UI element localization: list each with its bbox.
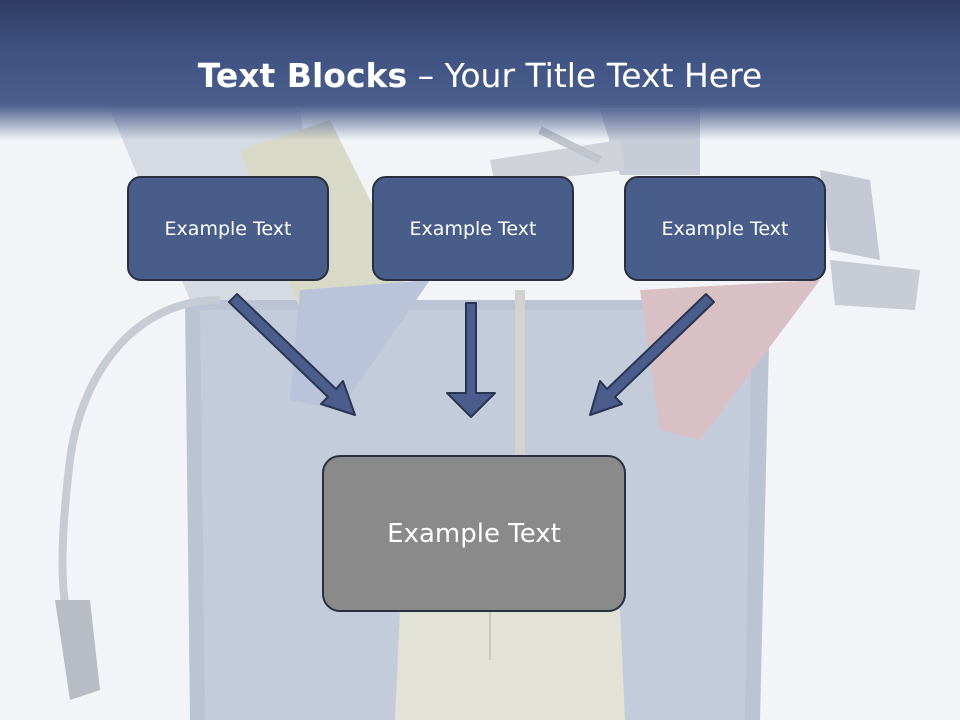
arrow-left	[228, 293, 356, 416]
title-bar	[0, 0, 960, 140]
title-rest: Your Title Text Here	[444, 56, 763, 95]
slide-title: Text Blocks – Your Title Text Here	[0, 52, 960, 100]
arrow-right	[589, 293, 715, 416]
text-block-bottom: Example Text	[322, 455, 626, 612]
text-block-center: Example Text	[372, 176, 574, 281]
text-block-left: Example Text	[127, 176, 329, 281]
title-bold: Text Blocks	[197, 56, 408, 95]
text-block-right: Example Text	[624, 176, 826, 281]
arrow-center	[446, 302, 496, 418]
title-dash: –	[407, 56, 445, 95]
